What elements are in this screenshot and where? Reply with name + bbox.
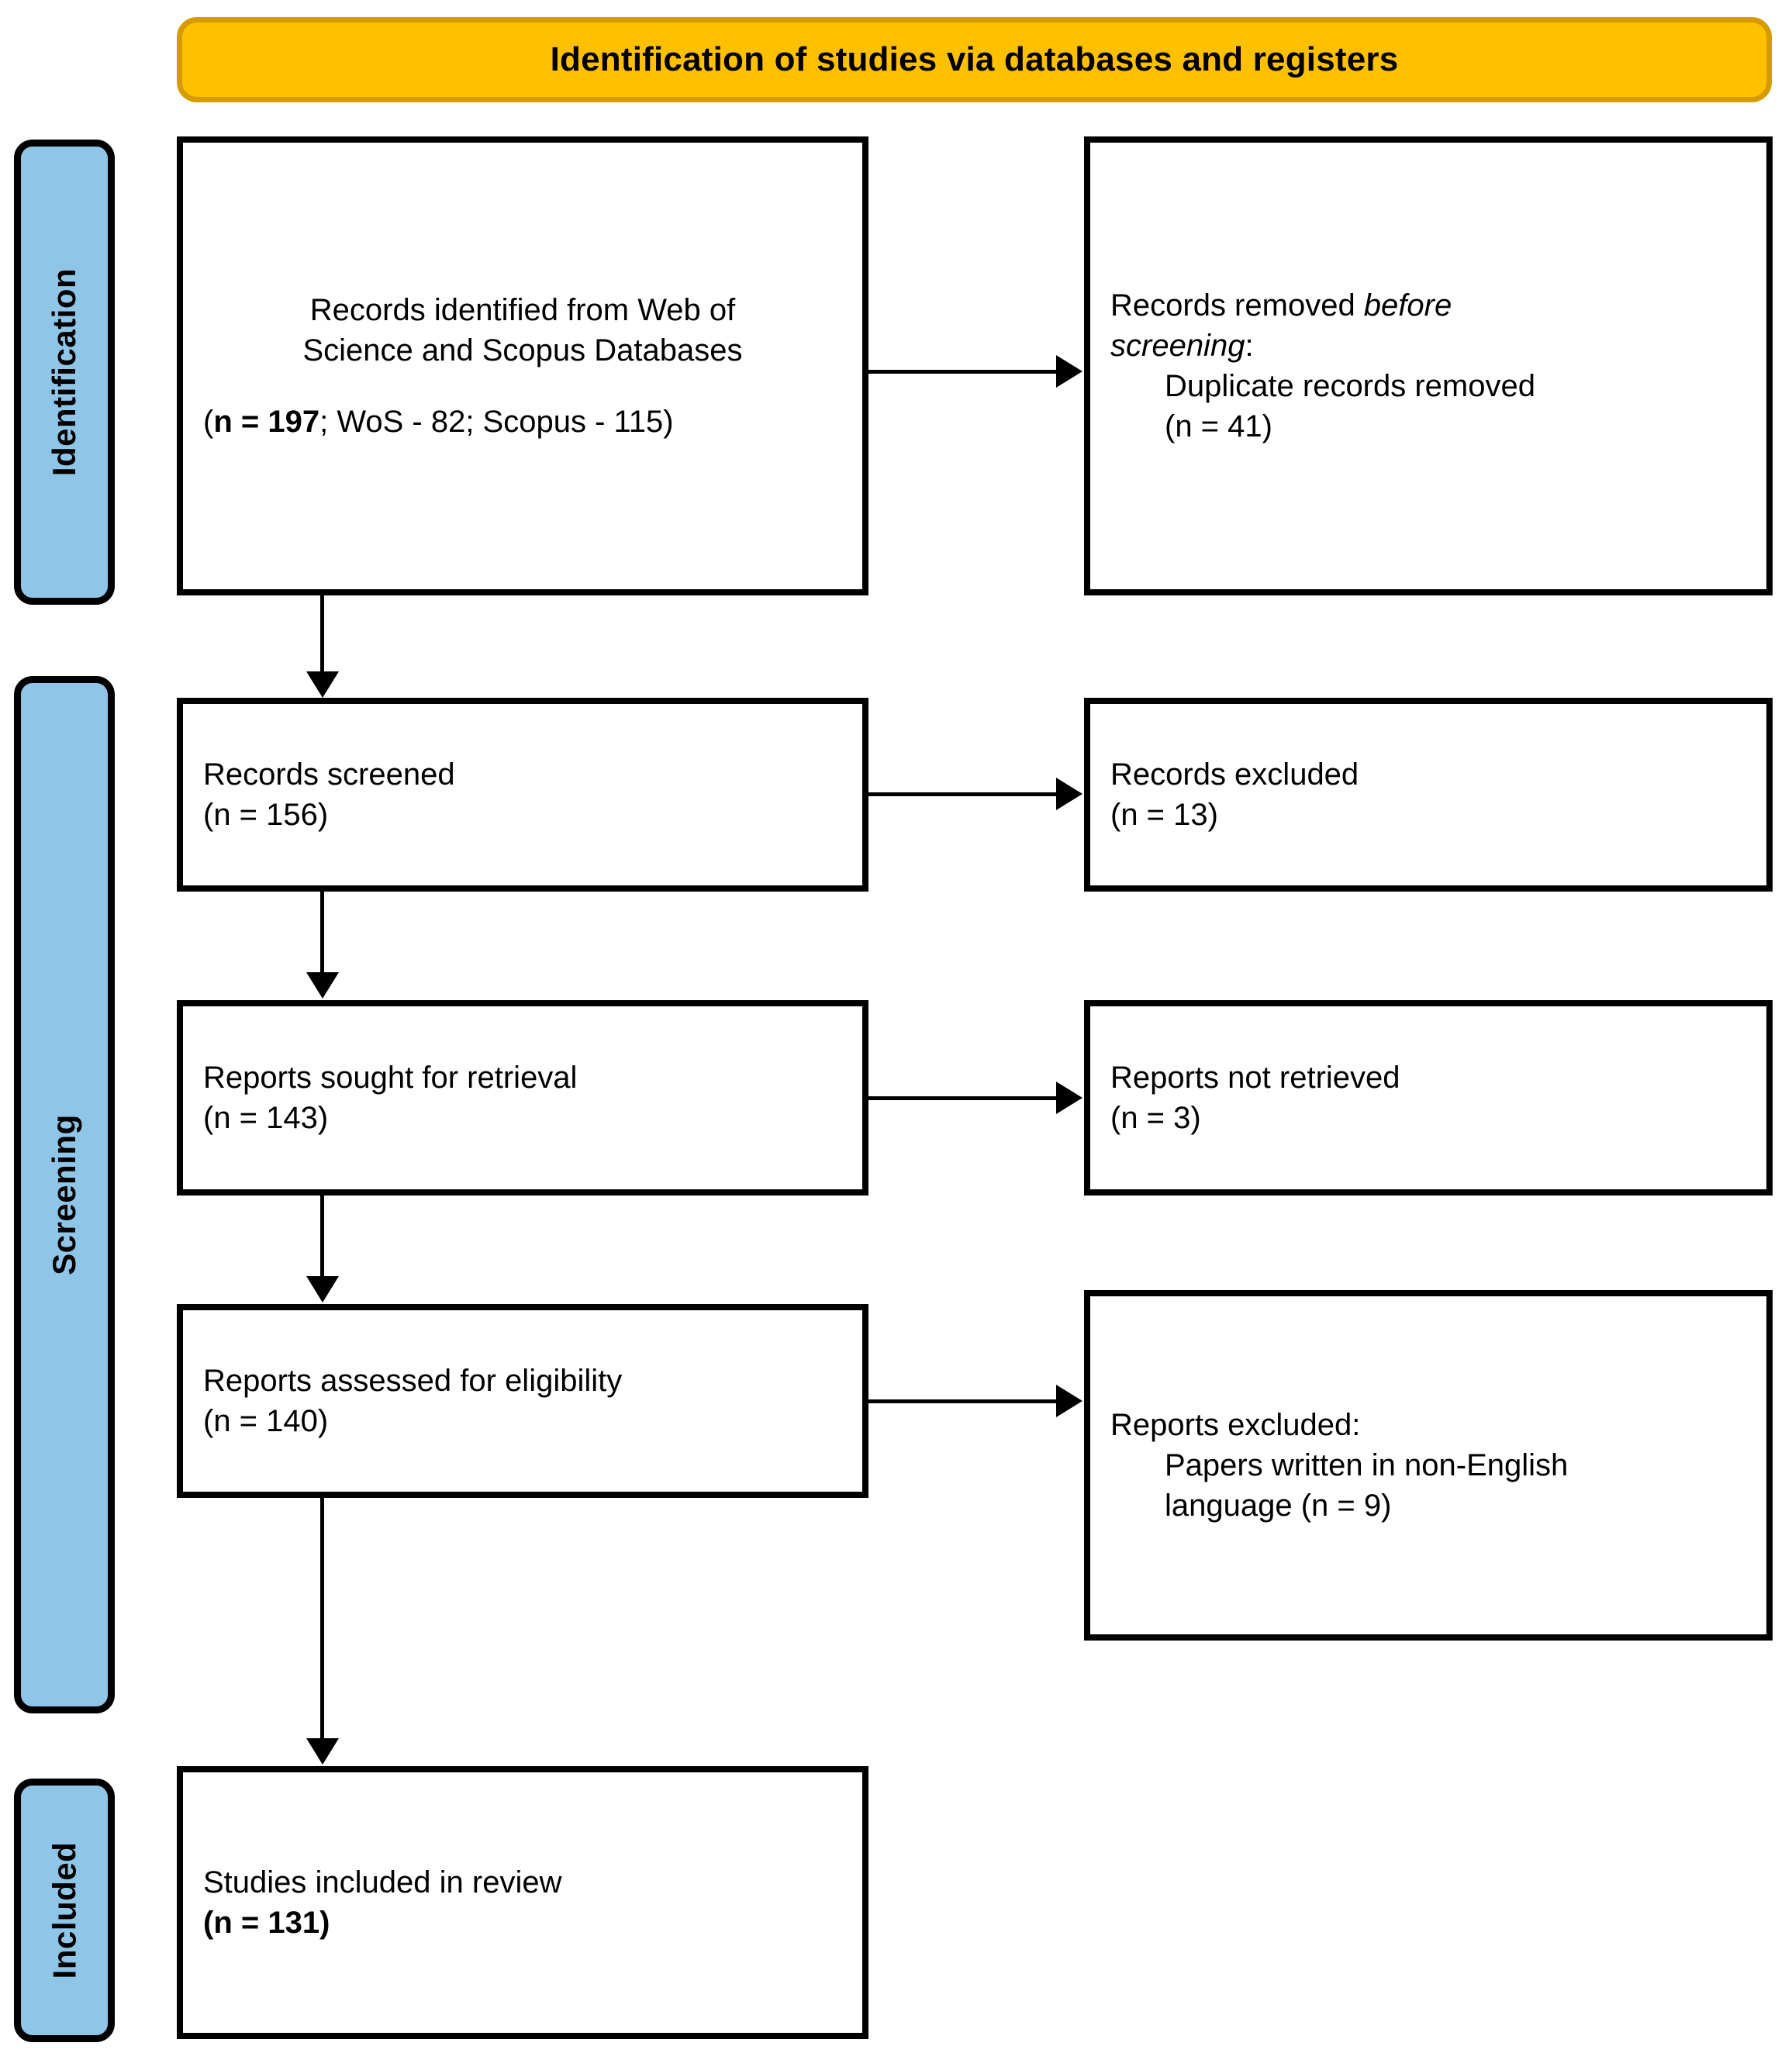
records-screened-count: (n = 156) <box>203 798 329 832</box>
studies-included-label: Studies included in review <box>203 1865 562 1899</box>
reports-excluded-reason-line1: Papers written in non-English <box>1165 1448 1569 1482</box>
box-reports-not-retrieved: Reports not retrieved (n = 3) <box>1084 1000 1773 1196</box>
arrowhead-down-icon <box>306 1276 339 1303</box>
records-removed-italic-before: before <box>1363 288 1452 323</box>
arrowhead-right-icon <box>1056 778 1082 810</box>
connector-sought-to-eligibility <box>320 1196 324 1278</box>
connector-sought-to-notretrieved <box>868 1096 1059 1100</box>
duplicate-records-count: (n = 41) <box>1165 409 1272 443</box>
stage-rail-screening: Screening <box>14 676 115 1713</box>
banner-title: Identification of studies via databases … <box>550 40 1399 78</box>
reports-not-retrieved-label: Reports not retrieved <box>1110 1061 1400 1095</box>
reports-not-retrieved-count: (n = 3) <box>1110 1101 1201 1135</box>
box-studies-included-in-review: Studies included in review (n = 131) <box>177 1766 868 2039</box>
arrowhead-down-icon <box>306 671 339 698</box>
reports-assessed-label: Reports assessed for eligibility <box>203 1364 623 1398</box>
arrowhead-right-icon <box>1056 1082 1082 1114</box>
spacer <box>203 371 842 402</box>
records-removed-italic-screening: screening <box>1110 329 1245 363</box>
box-records-screened: Records screened (n = 156) <box>177 698 868 892</box>
box-reports-assessed-for-eligibility: Reports assessed for eligibility (n = 14… <box>177 1304 868 1498</box>
connector-screened-to-sought <box>320 892 324 974</box>
duplicate-records-removed: Duplicate records removed <box>1165 369 1535 403</box>
count-rest: ; WoS - 82; Scopus - 115) <box>319 405 674 439</box>
reports-excluded-reason-line2: language (n = 9) <box>1165 1489 1392 1523</box>
stage-rail-identification: Identification <box>14 140 115 605</box>
connector-screened-to-excluded <box>868 792 1059 796</box>
reports-sought-count: (n = 143) <box>203 1101 329 1135</box>
records-identified-line1: Records identified from Web of <box>309 293 736 327</box>
stage-rail-included-label: Included <box>46 1841 82 1979</box>
arrowhead-down-icon <box>306 1738 339 1765</box>
box-reports-excluded: Reports excluded: Papers written in non-… <box>1084 1290 1773 1641</box>
records-excluded-count: (n = 13) <box>1110 798 1218 832</box>
records-identified-count: (n = 197; WoS - 82; Scopus - 115) <box>203 402 842 442</box>
records-removed-colon: : <box>1245 329 1254 363</box>
diagram-header-banner: Identification of studies via databases … <box>177 17 1772 102</box>
stage-rail-screening-label: Screening <box>46 1114 83 1275</box>
arrowhead-right-icon <box>1056 355 1082 388</box>
stage-rail-included: Included <box>14 1779 115 2042</box>
arrowhead-right-icon <box>1056 1385 1082 1417</box>
stage-rail-identification-label: Identification <box>46 267 82 477</box>
reports-excluded-label: Reports excluded: <box>1110 1408 1361 1442</box>
records-removed-line1: Records removed before <box>1110 285 1746 326</box>
connector-eligibility-to-excluded <box>868 1399 1059 1403</box>
reports-sought-label: Reports sought for retrieval <box>203 1061 578 1095</box>
box-records-excluded: Records excluded (n = 13) <box>1084 698 1773 892</box>
box-reports-sought-for-retrieval: Reports sought for retrieval (n = 143) <box>177 1000 868 1196</box>
records-excluded-label: Records excluded <box>1110 757 1359 792</box>
records-removed-plain: Records removed <box>1110 288 1364 323</box>
connector-eligibility-to-included <box>320 1498 324 1740</box>
count-bold-value: n = 197 <box>213 405 320 439</box>
records-screened-label: Records screened <box>203 757 455 792</box>
connector-identified-to-screened <box>320 595 324 676</box>
arrowhead-down-icon <box>306 972 339 999</box>
reports-assessed-count: (n = 140) <box>203 1404 329 1438</box>
box-records-removed-before-screening: Records removed before screening: Duplic… <box>1084 136 1773 595</box>
box-records-identified: Records identified from Web of Science a… <box>177 136 868 595</box>
count-open-paren: ( <box>203 405 214 439</box>
records-identified-line2: Science and Scopus Databases <box>302 333 743 367</box>
connector-identified-to-removed <box>868 370 1059 374</box>
records-removed-line2: screening: <box>1110 326 1746 366</box>
studies-included-count: (n = 131) <box>203 1906 330 1940</box>
